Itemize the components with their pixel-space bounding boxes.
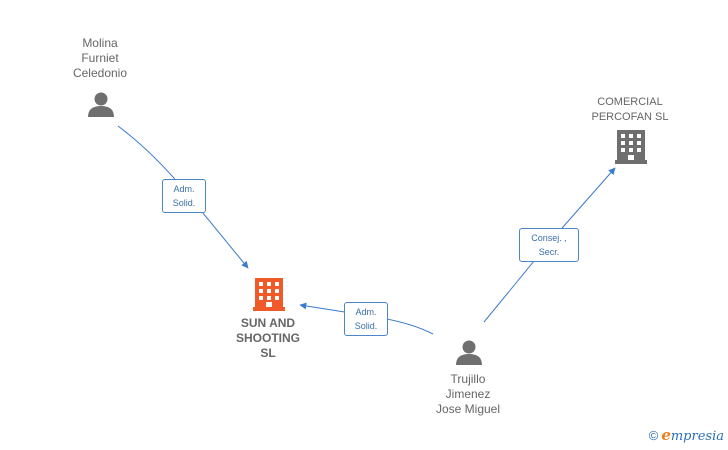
node-label-sun[interactable]: SUN AND SHOOTING SL [235, 316, 300, 360]
brand-name: mpresia [670, 429, 724, 444]
edge-label-trujillo-sun: Adm. Solid. [344, 302, 388, 336]
brand-initial: e [661, 426, 671, 444]
edge-label-molina-sun: Adm. Solid. [162, 179, 206, 213]
node-label-trujillo[interactable]: Trujillo Jimenez Jose Miguel [435, 372, 501, 416]
building-icon[interactable] [615, 130, 647, 164]
node-label-comercial[interactable]: COMERCIAL PERCOFAN SL [591, 96, 669, 123]
copyright-symbol: © [648, 427, 659, 443]
node-label-molina[interactable]: Molina Furniet Celedonio [72, 36, 128, 80]
person-icon[interactable] [456, 340, 482, 366]
copyright-brand: © empresia [649, 426, 724, 444]
building-icon-main[interactable] [253, 278, 285, 311]
person-icon[interactable] [88, 92, 114, 118]
edge-label-trujillo-comercial: Consej. , Secr. [519, 228, 579, 262]
